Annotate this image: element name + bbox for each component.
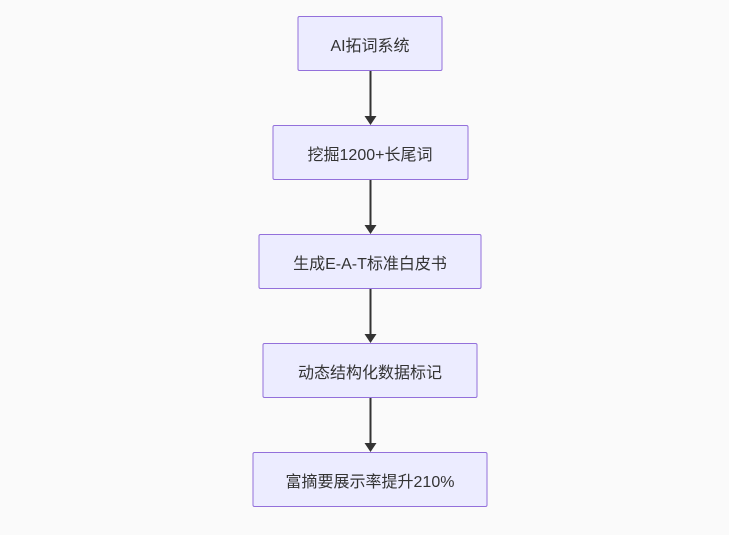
arrow-connector: [364, 289, 376, 343]
arrow-down-icon: [364, 443, 376, 452]
arrow-connector: [364, 180, 376, 234]
flowchart-node: 富摘要展示率提升210%: [252, 452, 488, 507]
flowchart-node: 动态结构化数据标记: [262, 343, 478, 398]
flowchart: AI拓词系统 挖掘1200+长尾词 生成E-A-T标准白皮书 动态结构化数据标记…: [252, 16, 488, 507]
arrow-connector: [364, 398, 376, 452]
arrow-down-icon: [364, 334, 376, 343]
arrow-line: [369, 180, 371, 225]
arrow-down-icon: [364, 225, 376, 234]
arrow-line: [369, 289, 371, 334]
flowchart-node: 挖掘1200+长尾词: [272, 125, 468, 180]
flowchart-node: AI拓词系统: [297, 16, 443, 71]
arrow-down-icon: [364, 116, 376, 125]
arrow-line: [369, 71, 371, 116]
flowchart-node: 生成E-A-T标准白皮书: [258, 234, 482, 289]
arrow-connector: [364, 71, 376, 125]
arrow-line: [369, 398, 371, 443]
